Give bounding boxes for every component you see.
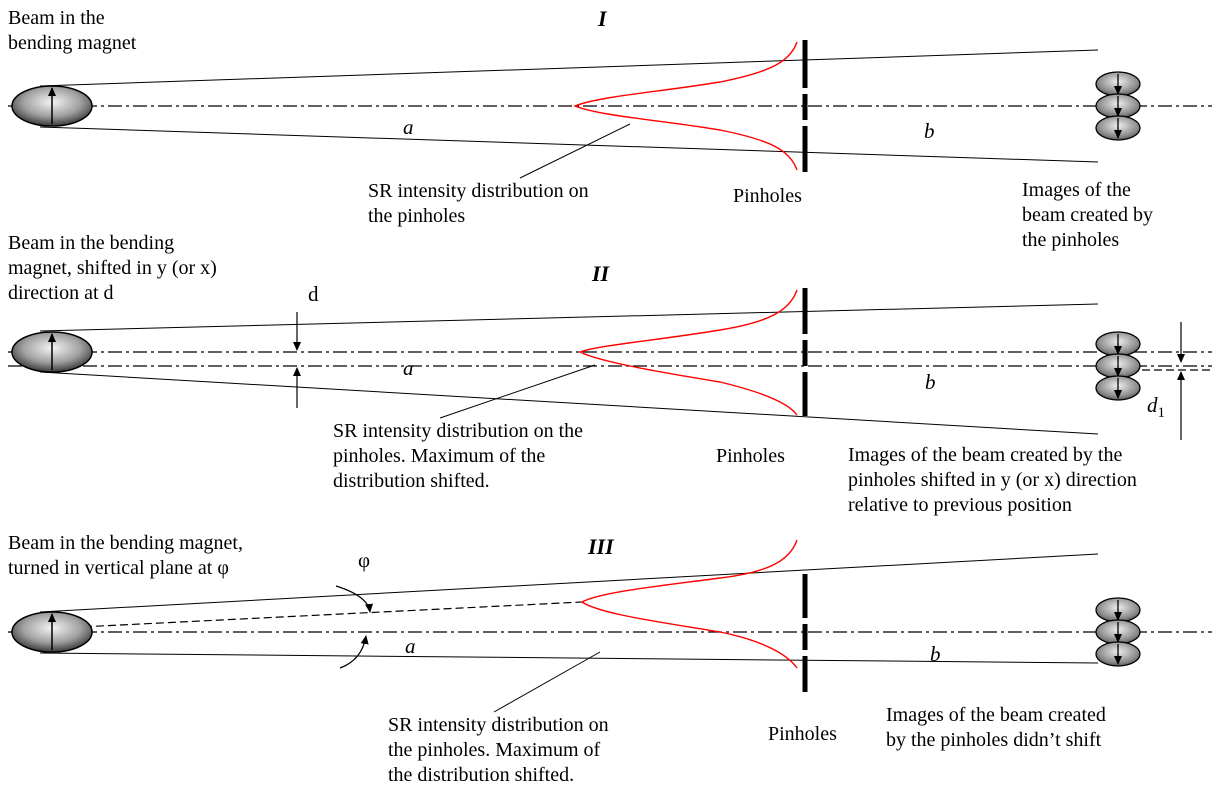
sr-pointer <box>439 364 596 419</box>
distance-a-label: a <box>405 634 416 658</box>
beam-images-icon <box>1095 597 1141 667</box>
shift-d1-label: d1 <box>1147 393 1165 422</box>
sr-distribution-curve <box>580 539 798 669</box>
panel-I <box>8 40 1212 179</box>
pinholes-label: Pinholes <box>733 185 802 207</box>
source-beam-icon <box>11 611 93 653</box>
angle-phi-label: φ <box>358 548 371 572</box>
beam-images-icon <box>1095 71 1141 141</box>
ray-lower <box>39 652 1099 664</box>
distance-b-label: b <box>930 642 941 666</box>
source-label: Beam in the bending magnet, turned in ve… <box>8 532 243 579</box>
ray-upper <box>39 49 1099 87</box>
beam-images-icon <box>1095 331 1141 401</box>
pinholes-label: Pinholes <box>768 723 837 745</box>
panel-II <box>8 288 1212 440</box>
sr-distribution-label: SR intensity distribution on the pinhole… <box>333 420 584 492</box>
sr-pointer <box>493 651 601 713</box>
ray-lower <box>39 371 1099 435</box>
ray-upper <box>39 553 1099 613</box>
phi-arc-top <box>335 585 373 613</box>
source-beam-icon <box>11 85 93 127</box>
distance-b-label: b <box>924 119 935 143</box>
distance-a-label: a <box>403 356 414 380</box>
panel-title-III: III <box>588 534 614 559</box>
distance-a-label: a <box>403 115 414 139</box>
beam-images-label: Images of the beam created by the pinhol… <box>1022 179 1154 251</box>
source-label: Beam in the bending magnet <box>8 7 137 54</box>
beam-images-label: Images of the beam created by the pinhol… <box>886 704 1106 751</box>
tilted-axis <box>59 601 583 629</box>
phi-arc-bottom <box>339 635 369 669</box>
ray-upper <box>39 303 1099 332</box>
pinholes-label: Pinholes <box>716 445 785 467</box>
sr-distribution-curve <box>573 41 798 171</box>
sr-distribution-curve <box>578 289 798 416</box>
source-beam-icon <box>11 331 93 373</box>
panel-title-II: II <box>592 261 610 286</box>
beam-images-label: Images of the beam created by the pinhol… <box>848 444 1137 516</box>
source-label: Beam in the bending magnet, shifted in y… <box>8 232 217 304</box>
sr-distribution-label: SR intensity distribution on the pinhole… <box>368 180 589 227</box>
panel-III <box>8 539 1212 713</box>
sr-distribution-label: SR intensity distribution on the pinhole… <box>388 714 609 786</box>
distance-b-label: b <box>925 370 936 394</box>
ray-lower <box>39 126 1099 163</box>
shift-d-label: d <box>308 282 319 306</box>
sr-pointer <box>519 123 631 179</box>
panel-title-I: I <box>598 6 607 31</box>
